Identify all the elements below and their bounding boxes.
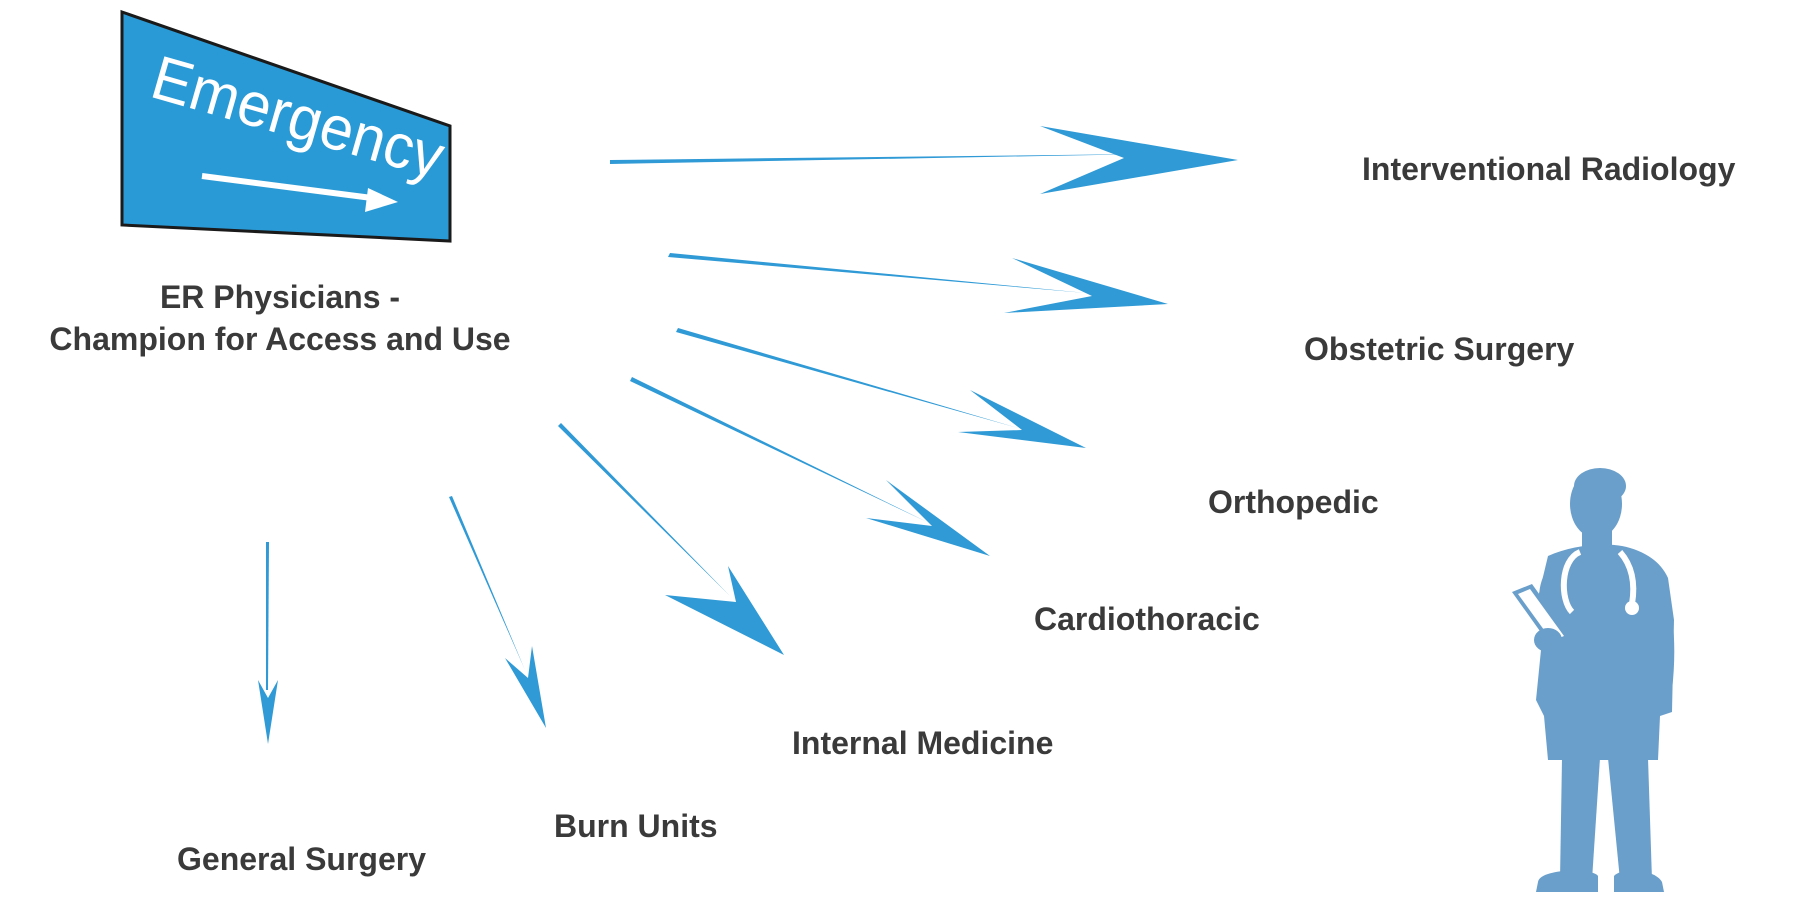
arrow-to-burn-units <box>449 496 546 728</box>
caption-line-2: Champion for Access and Use <box>0 318 560 360</box>
label-interventional-radiology: Interventional Radiology <box>1362 153 1735 185</box>
label-obstetric-surgery: Obstetric Surgery <box>1304 333 1574 365</box>
doctor-figure-icon <box>1512 468 1674 892</box>
er-physicians-caption: ER Physicians - Champion for Access and … <box>0 276 560 360</box>
caption-line-1: ER Physicians - <box>0 276 560 318</box>
arrow-to-obstetric-surgery <box>668 253 1168 313</box>
label-burn-units: Burn Units <box>554 810 718 842</box>
label-cardiothoracic: Cardiothoracic <box>1034 603 1260 635</box>
arrow-to-general-surgery <box>258 542 278 744</box>
arrow-to-cardiothoracic <box>630 377 990 556</box>
label-orthopedic: Orthopedic <box>1208 486 1379 518</box>
arrow-to-internal-medicine <box>558 423 784 655</box>
label-internal-medicine: Internal Medicine <box>792 727 1053 759</box>
emergency-sign: Emergency <box>122 12 452 241</box>
label-general-surgery: General Surgery <box>177 843 426 875</box>
arrow-to-interventional-radiology <box>610 126 1238 194</box>
